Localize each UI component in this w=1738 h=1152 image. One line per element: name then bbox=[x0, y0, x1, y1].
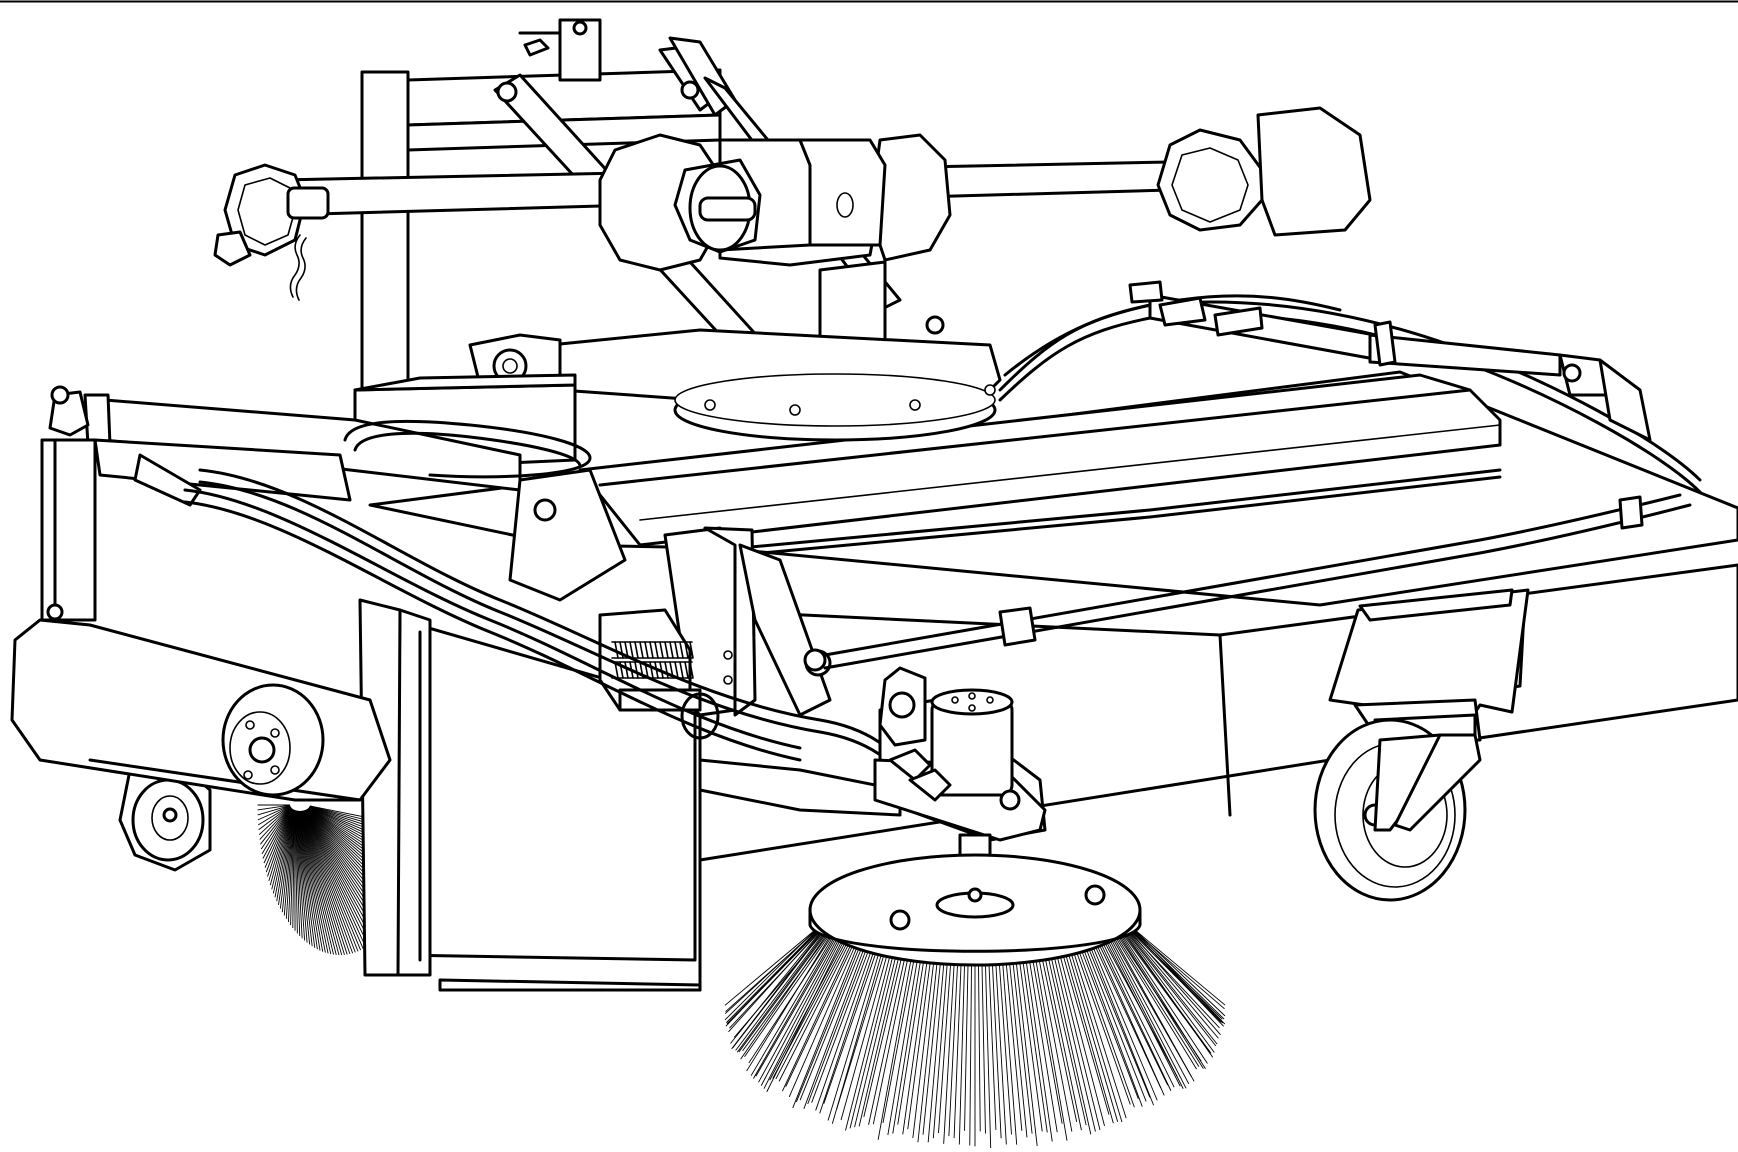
bristle bbox=[1058, 947, 1105, 1126]
bristle bbox=[970, 950, 972, 1145]
bristle bbox=[978, 950, 980, 1131]
bristle bbox=[732, 935, 820, 1049]
bristle bbox=[1031, 949, 1062, 1124]
bristle bbox=[982, 950, 986, 1134]
bristle bbox=[903, 949, 929, 1134]
side-broom bbox=[725, 855, 1225, 1148]
bristle bbox=[782, 943, 851, 1091]
bristle bbox=[295, 810, 296, 931]
bristle bbox=[888, 949, 919, 1135]
wheel-left bbox=[12, 620, 390, 870]
bristle bbox=[859, 948, 901, 1127]
bristle bbox=[928, 950, 945, 1143]
bristle bbox=[1134, 932, 1224, 1019]
bristle bbox=[736, 936, 822, 1051]
bristle bbox=[878, 948, 913, 1139]
bristle bbox=[1117, 939, 1197, 1069]
bristle bbox=[923, 950, 942, 1135]
bristle bbox=[739, 937, 824, 1052]
lift-cylinder bbox=[42, 375, 625, 620]
bristle bbox=[965, 950, 969, 1131]
